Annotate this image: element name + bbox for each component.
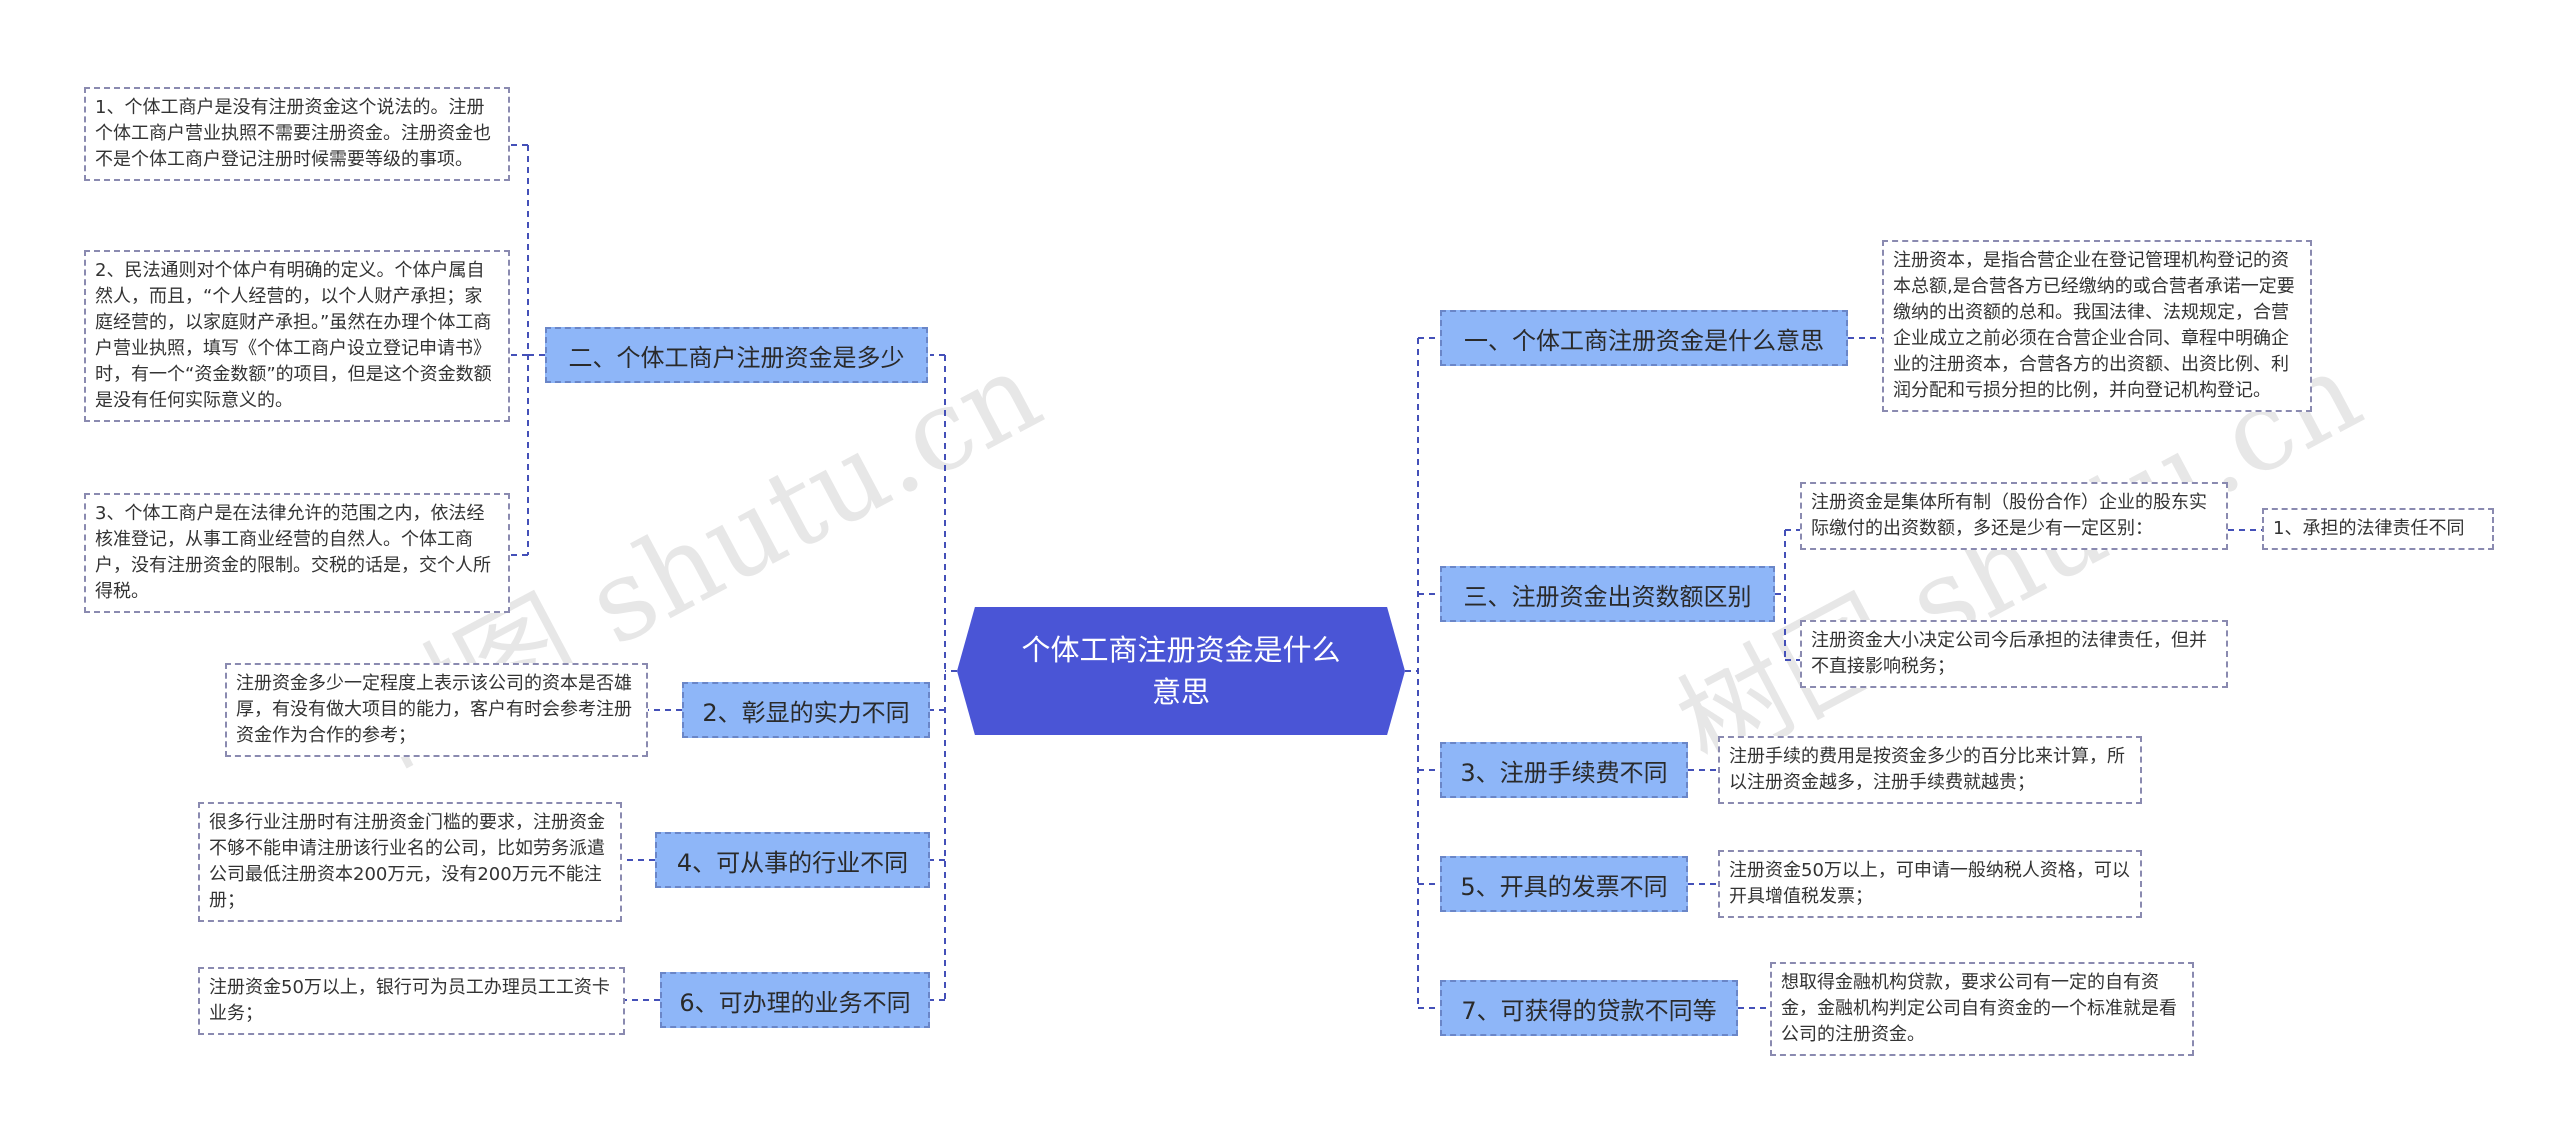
central-topic[interactable]: 个体工商注册资金是什么意思 [957, 607, 1405, 735]
leaf-natural-person: 3、个体工商户是在法律允许的范围之内，依法经核准登记，从事工商业经营的自然人。个… [84, 493, 510, 613]
branch-strength[interactable]: 2、彰显的实力不同 [682, 682, 930, 738]
leaf-legal-liability: 1、承担的法律责任不同 [2262, 508, 2494, 550]
leaf-civil-law-definition: 2、民法通则对个体户有明确的定义。个体户属自然人，而且，“个人经营的，以个人财产… [84, 250, 510, 422]
leaf-contribution-detail: 注册资金是集体所有制（股份合作）企业的股东实际缴付的出资数额，多还是少有一定区别… [1800, 482, 2228, 550]
leaf-no-registered-capital: 1、个体工商户是没有注册资金这个说法的。注册个体工商户营业执照不需要注册资金。注… [84, 87, 510, 181]
branch-invoice[interactable]: 5、开具的发票不同 [1440, 856, 1688, 912]
branch-business[interactable]: 6、可办理的业务不同 [660, 972, 930, 1028]
branch-fees[interactable]: 3、注册手续费不同 [1440, 742, 1688, 798]
leaf-tax-effect: 注册资金大小决定公司今后承担的法律责任，但并不直接影响税务； [1800, 620, 2228, 688]
leaf-industry-detail: 很多行业注册时有注册资金门槛的要求，注册资金不够不能申请注册该行业名的公司，比如… [198, 802, 622, 922]
branch-loans[interactable]: 7、可获得的贷款不同等 [1440, 980, 1738, 1036]
branch-industry[interactable]: 4、可从事的行业不同 [655, 832, 930, 888]
branch-registered-capital-amount[interactable]: 二、个体工商户注册资金是多少 [545, 327, 928, 383]
leaf-invoice-detail: 注册资金50万以上，可申请一般纳税人资格，可以开具增值税发票； [1718, 850, 2142, 918]
leaf-fees-detail: 注册手续的费用是按资金多少的百分比来计算，所以注册资金越多，注册手续费就越贵； [1718, 736, 2142, 804]
leaf-strength-detail: 注册资金多少一定程度上表示该公司的资本是否雄厚，有没有做大项目的能力，客户有时会… [225, 663, 648, 757]
leaf-business-detail: 注册资金50万以上，银行可为员工办理员工工资卡业务； [198, 967, 625, 1035]
branch-contribution-difference[interactable]: 三、注册资金出资数额区别 [1440, 566, 1775, 622]
leaf-loans-detail: 想取得金融机构贷款，要求公司有一定的自有资金，金融机构判定公司自有资金的一个标准… [1770, 962, 2194, 1056]
branch-meaning[interactable]: 一、个体工商注册资金是什么意思 [1440, 310, 1848, 366]
leaf-meaning-detail: 注册资本，是指合营企业在登记管理机构登记的资本总额,是合营各方已经缴纳的或合营者… [1882, 240, 2312, 412]
